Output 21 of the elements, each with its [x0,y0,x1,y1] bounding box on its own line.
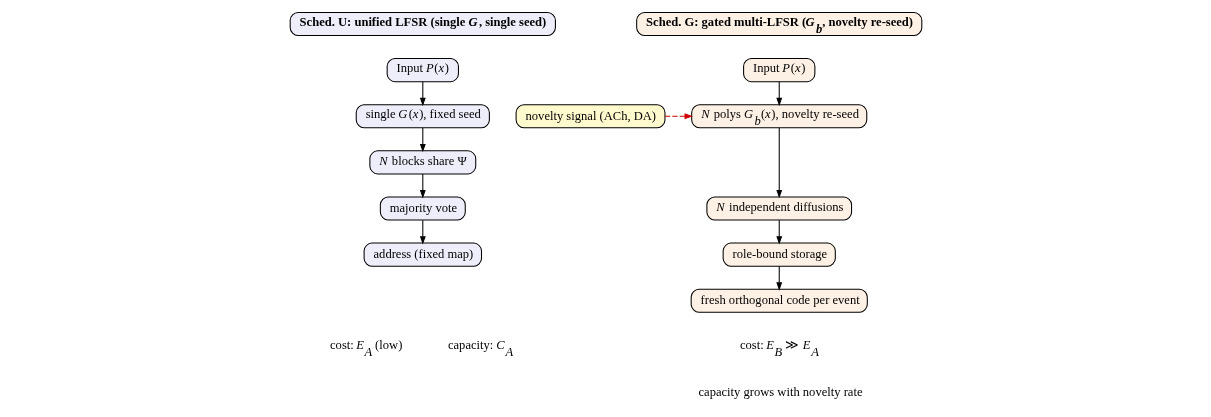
arrow [775,219,782,245]
node-box: single G(x), fixed seed [355,104,490,129]
node-box: Input P(x) [742,58,815,83]
arrow [419,173,426,199]
arrow [419,127,426,153]
node-box: address (fixed map) [363,242,482,267]
arrow [775,265,782,291]
node-box: Sched. U: unified LFSR (single G, single seed) [289,11,556,37]
node-box: Input P(x) [386,58,459,83]
label: capacity grows with novelty rate [698,385,862,400]
arrow [419,81,426,107]
node-box: N blocks share Ψ [368,150,476,175]
arrow [663,113,693,120]
node-box: novelty signal (ACh, DA) [515,104,665,129]
arrow [775,81,782,107]
node-box: N independent diffusions [705,196,852,221]
arrow [419,219,426,245]
arrow [775,127,782,199]
node-box: majority vote [379,196,466,221]
node-box: role-bound storage [722,242,836,267]
node-box: fresh orthogonal code per event [690,288,868,313]
